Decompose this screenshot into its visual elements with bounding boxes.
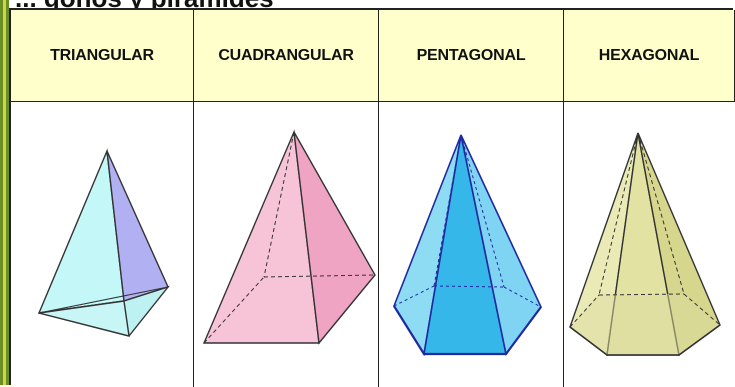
triangular-pyramid-figure [37,148,170,337]
square-pyramid-figure [202,129,376,345]
pentagonal-pyramid-figure [393,134,542,357]
pyramid-table: TRIANGULAR CUADRANGULAR PENTAGONAL HEXAG… [9,8,735,387]
cell-triangular [11,102,194,387]
hexagonal-pyramid-figure [569,132,721,357]
cell-hexagonal [564,102,735,387]
header-hexagonal: HEXAGONAL [564,10,735,102]
cell-pentagonal [379,102,564,387]
left-decorative-band [0,0,9,385]
header-triangular: TRIANGULAR [11,10,194,102]
left-band-highlight [3,0,6,385]
cell-cuadrangular [194,102,379,387]
header-cuadrangular: CUADRANGULAR [194,10,379,102]
header-pentagonal: PENTAGONAL [379,10,564,102]
